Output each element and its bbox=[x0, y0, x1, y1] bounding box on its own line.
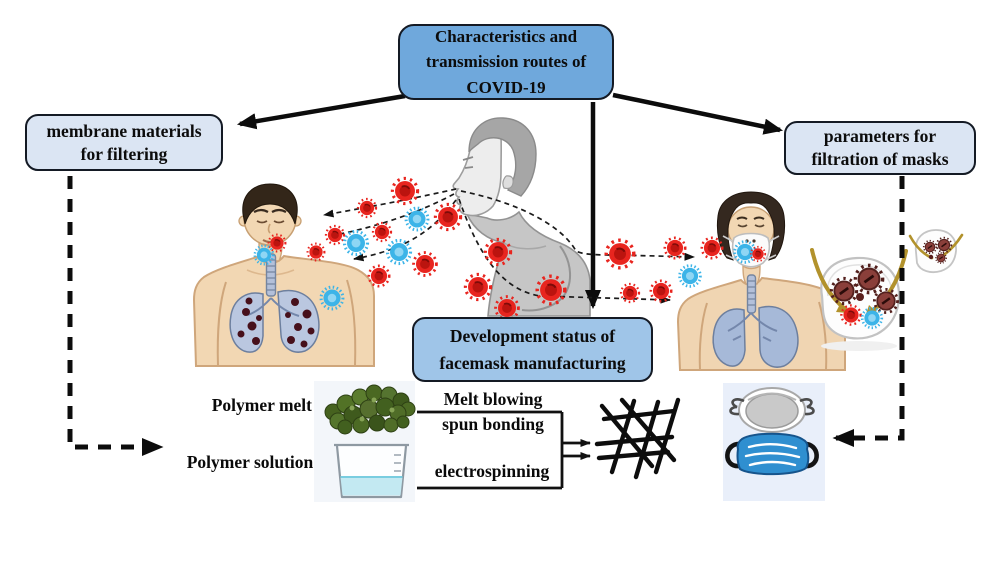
label-electrospinning: electrospinning bbox=[434, 461, 550, 481]
box-membrane-materials: membrane materials for filtering bbox=[25, 114, 223, 171]
label-polymer-melt: Polymer melt bbox=[211, 395, 312, 415]
fiber-mesh-icon bbox=[594, 397, 681, 480]
box-line: COVID-19 bbox=[466, 77, 546, 97]
label-melt-blowing: Melt blowing bbox=[443, 389, 543, 409]
box-line: parameters for bbox=[823, 126, 937, 147]
box-line: membrane materials bbox=[46, 120, 202, 141]
masked-person-illustration bbox=[676, 191, 846, 371]
box-facemask-development: Development status of facemask manufactu… bbox=[412, 317, 653, 382]
beaker-icon bbox=[334, 443, 409, 499]
box-line: filtration of masks bbox=[811, 149, 949, 169]
infection-spots bbox=[237, 297, 315, 348]
box-line: Characteristics and bbox=[434, 27, 578, 47]
label-polymer-solution: Polymer solution bbox=[186, 452, 314, 472]
filter-membrane-illustration bbox=[810, 229, 964, 351]
box-line: facemask manufacturing bbox=[439, 352, 626, 373]
connector-arrows bbox=[236, 92, 784, 310]
box-line: transmission routes of bbox=[425, 52, 587, 72]
n95-respirator-icon bbox=[729, 387, 815, 433]
surgical-mask-icon bbox=[725, 432, 819, 476]
polymer-pellets-icon bbox=[324, 384, 416, 435]
box-covid-characteristics: Characteristics and transmission routes … bbox=[398, 24, 614, 100]
process-bracket bbox=[417, 410, 591, 490]
box-line: Development status of bbox=[449, 326, 616, 347]
box-line: for filtering bbox=[80, 143, 168, 164]
dashed-connectors bbox=[67, 176, 905, 457]
label-spun-bonding: spun bonding bbox=[442, 414, 544, 434]
box-filtration-parameters: parameters for filtration of masks bbox=[784, 121, 976, 175]
